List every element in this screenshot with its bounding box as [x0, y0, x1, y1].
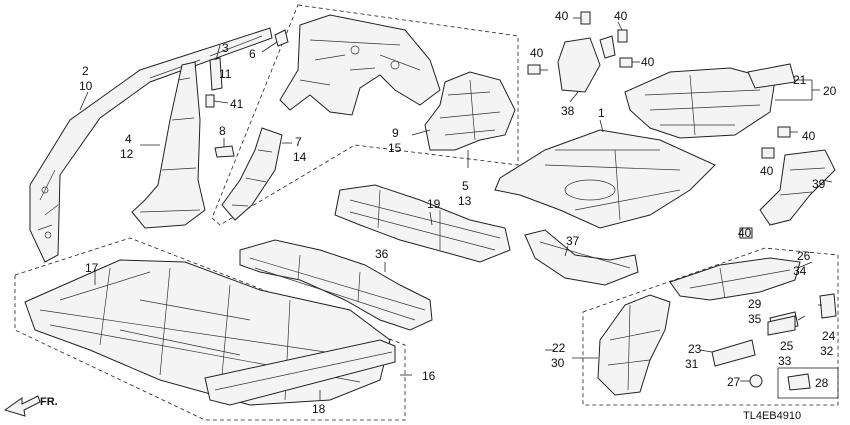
callout-40-e: 40 [802, 129, 816, 143]
callout-23: 23 [688, 342, 702, 356]
bracket-38 [557, 35, 616, 103]
rear-floor-pan [494, 119, 716, 229]
rear-frame-36 [239, 239, 433, 331]
extension-37 [524, 229, 639, 286]
callout-15: 15 [388, 141, 402, 155]
callout-37: 37 [566, 234, 580, 248]
callout-41: 41 [230, 97, 244, 111]
floor-group-box [14, 237, 406, 421]
callout-labels: 2 10 3 11 6 41 4 12 8 7 14 9 15 5 13 1 4… [79, 9, 837, 422]
callout-19: 19 [427, 197, 441, 211]
callout-28: 28 [815, 376, 829, 390]
callout-39: 39 [812, 177, 826, 191]
rear-inner-wheelhouse [411, 71, 516, 151]
callout-22: 22 [552, 341, 566, 355]
callout-40-g: 40 [738, 226, 752, 240]
callout-17: 17 [85, 261, 99, 275]
callout-31: 31 [685, 357, 699, 371]
callout-13: 13 [458, 194, 472, 208]
direction-label: FR. [40, 396, 58, 408]
side-sill [204, 339, 396, 406]
callout-25: 25 [780, 339, 794, 353]
clip-6 [274, 29, 289, 47]
rear-frame-group-box [582, 247, 839, 406]
callout-40-a: 40 [555, 9, 569, 23]
callout-16: 16 [422, 369, 436, 383]
rear-wheelhouse-group-box [211, 4, 519, 226]
rear-cross-member [334, 184, 511, 263]
callout-40-c: 40 [530, 46, 544, 60]
callout-1: 1 [598, 106, 605, 120]
callout-12: 12 [120, 147, 134, 161]
callout-5: 5 [462, 179, 469, 193]
bolt-41 [205, 94, 229, 108]
callout-4: 4 [125, 132, 132, 146]
clip-8 [214, 145, 235, 158]
callout-11: 11 [219, 67, 232, 81]
callout-8: 8 [219, 124, 226, 138]
callout-14: 14 [293, 150, 307, 164]
bolts-40 [527, 11, 798, 239]
callout-40-f: 40 [760, 164, 774, 178]
callout-36: 36 [375, 247, 389, 261]
callout-21: 21 [793, 73, 807, 87]
grommet-27 [749, 374, 763, 388]
callout-40-b: 40 [614, 9, 628, 23]
rear-pillar-lower [221, 127, 292, 221]
callout-20: 20 [823, 84, 837, 98]
diagram-code: TL4EB4910 [743, 410, 801, 422]
callout-10: 10 [79, 79, 93, 93]
callout-7: 7 [295, 135, 302, 149]
callout-29: 29 [748, 297, 762, 311]
front-pillar-roof-side [29, 27, 273, 263]
front-direction-arrow: FR. [3, 395, 58, 417]
rear-wheelhouse-inner [279, 14, 441, 116]
callout-26: 26 [797, 249, 811, 263]
callout-32: 32 [820, 344, 834, 358]
leader-lines [79, 91, 822, 400]
callout-18: 18 [312, 402, 326, 416]
callout-40-d: 40 [641, 55, 655, 69]
callout-2: 2 [82, 64, 89, 78]
hardware-box [777, 367, 839, 399]
bracket-25-33 [767, 315, 796, 336]
callout-33: 33 [778, 354, 792, 368]
callout-9: 9 [392, 126, 399, 140]
callout-6: 6 [249, 47, 256, 61]
rear-floor-extension [624, 63, 820, 139]
callout-24: 24 [822, 329, 836, 343]
callout-27: 27 [727, 375, 741, 389]
rear-frame-assy [572, 294, 671, 396]
plug-28 [787, 373, 811, 391]
callout-30: 30 [551, 356, 565, 370]
rear-bracket-39 [759, 149, 836, 226]
callout-38: 38 [561, 104, 575, 118]
center-pillar [131, 61, 206, 229]
callout-35: 35 [748, 312, 762, 326]
bracket-23-31 [711, 339, 756, 367]
callout-34: 34 [793, 264, 807, 278]
rear-side-frame [669, 257, 813, 301]
callout-3: 3 [222, 41, 229, 55]
bracket-24-32 [819, 293, 837, 319]
